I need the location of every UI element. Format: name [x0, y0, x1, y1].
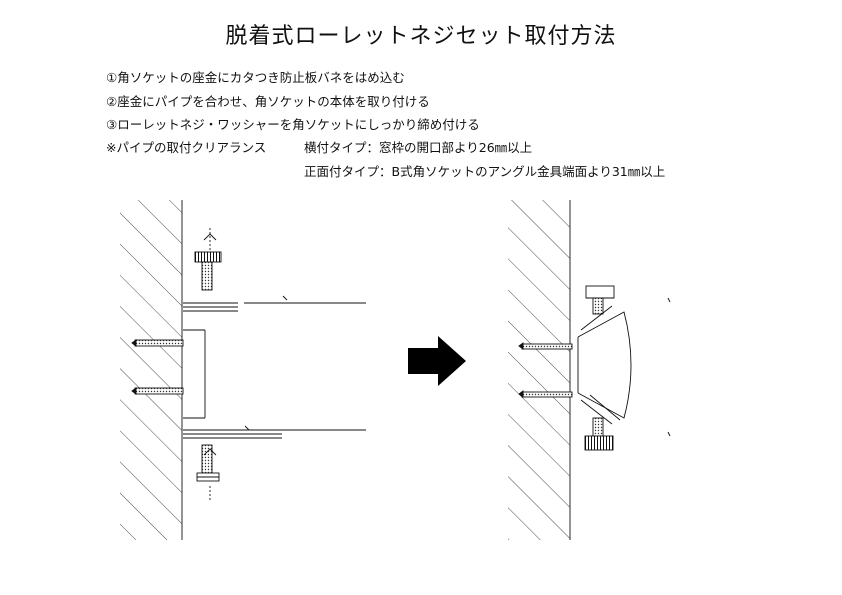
assembly-arrow — [408, 336, 466, 386]
upper-screw-assembled — [585, 285, 615, 315]
upper-knurled-screw — [194, 228, 222, 291]
upper-washer-plate — [183, 295, 366, 312]
clearance-note-label: ※パイプの取付クリアランス — [106, 140, 267, 155]
square-socket-body — [183, 329, 206, 419]
lower-washer-plate — [183, 425, 366, 439]
page-title: 脱着式ローレットネジセット取付方法 — [225, 24, 617, 49]
lower-screw-assembled — [584, 417, 614, 451]
clearance-side-type: 横付タイプ：窓枠の開口部より26㎜以上 — [304, 140, 533, 155]
right-wall-hatch — [508, 200, 570, 540]
before-assembly-diagram — [120, 200, 366, 540]
step-3: ③ローレットネジ・ワッシャーを角ソケットにしっかり締め付ける — [106, 117, 480, 132]
instruction-steps: ①角ソケットの座金にカタつき防止板バネをはめ込む ②座金にパイプを合わせ、角ソケ… — [106, 66, 480, 137]
step-2: ②座金にパイプを合わせ、角ソケットの本体を取り付ける — [106, 93, 430, 109]
lower-knurled-screw — [196, 444, 220, 500]
left-wall-hatch — [120, 200, 182, 540]
upper-wall-anchor — [131, 339, 184, 347]
square-socket-assembled — [577, 305, 632, 425]
lower-anchor-assembled — [518, 390, 573, 398]
clearance-front-type: 正面付タイプ：B式角ソケットのアングル金具端面より31㎜以上 — [304, 164, 666, 179]
step-1: ①角ソケットの座金にカタつき防止板バネをはめ込む — [106, 70, 405, 85]
lower-wall-anchor — [131, 387, 184, 395]
upper-anchor-assembled — [518, 342, 573, 350]
pipe-outline-hints — [667, 297, 671, 437]
after-assembly-diagram — [508, 200, 671, 540]
